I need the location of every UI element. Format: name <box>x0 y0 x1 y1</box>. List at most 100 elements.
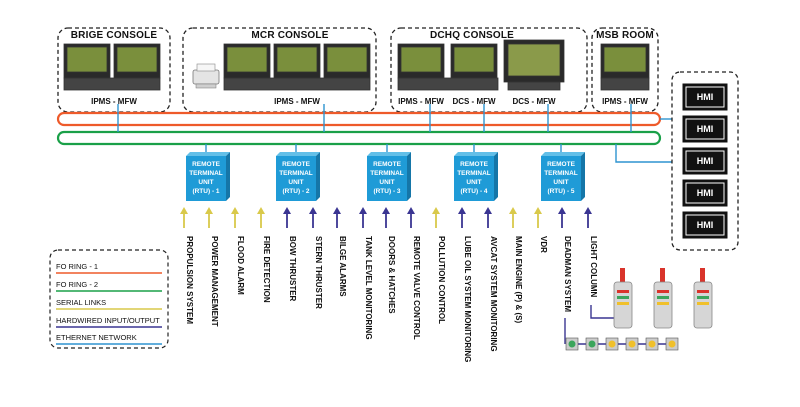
signal-arrow-head <box>484 207 492 214</box>
light-column-unit <box>653 268 673 329</box>
signal-label: BOW THRUSTER <box>288 236 297 302</box>
signal-link: DOORS & HATCHES <box>382 207 396 314</box>
rtu-boxes <box>186 152 585 201</box>
signal-links: PROPULSION SYSTEM POWER MANAGEMENT FLOOD A… <box>180 207 614 362</box>
signal-link: POWER MANAGEMENT <box>205 207 219 327</box>
legend-label: FO RING - 2 <box>56 280 98 289</box>
signal-arrow-head <box>283 207 291 214</box>
rtu-label-line: (RTU) - 3 <box>373 188 400 195</box>
light-column-unit <box>613 268 633 329</box>
rtu-label-line: UNIT <box>466 179 481 186</box>
hmi-label: HMI <box>697 220 714 230</box>
signal-label: MAIN ENGINE (P) & (S) <box>514 236 523 323</box>
rtu-label-line: TERMINAL <box>457 170 491 177</box>
rtu-3 <box>367 152 411 201</box>
printer-icon <box>192 63 220 89</box>
ethernet-links <box>117 104 672 163</box>
signal-link: STERN THRUSTER <box>309 207 323 309</box>
signal-label: FIRE DETECTION <box>262 236 271 303</box>
group-title: MCR CONSOLE <box>251 30 328 41</box>
signal-label: PROPULSION SYSTEM <box>185 236 194 324</box>
group-title: DCHQ CONSOLE <box>430 30 514 41</box>
rtu-label-line: REMOTE <box>460 161 488 168</box>
group-box-mcr <box>182 27 377 113</box>
signal-label: FLOOD ALARM <box>236 236 245 295</box>
group-title: MSB ROOM <box>596 30 654 41</box>
legend-label: HARDWIRED INPUT/OUTPUT <box>56 316 160 325</box>
signal-label: DEADMAN SYSTEM <box>563 236 572 312</box>
signal-link: VDR <box>534 207 548 253</box>
legend-label: FO RING - 1 <box>56 262 98 271</box>
signal-label: STERN THRUSTER <box>314 236 323 309</box>
signal-arrow-head <box>432 207 440 214</box>
rtu-label-line: TERMINAL <box>544 170 578 177</box>
signal-link: AVCAT SYSTEM MONITORING <box>484 207 498 352</box>
hmi-label: HMI <box>697 156 714 166</box>
signal-link: BILGE ALARMS <box>333 207 347 297</box>
signal-link: DEADMAN SYSTEM <box>558 207 572 312</box>
signal-label: LUBE OIL SYSTEM MONITORING <box>463 236 472 362</box>
light-column-devices <box>613 268 713 329</box>
signal-arrow-head <box>309 207 317 214</box>
signal-arrow-head <box>382 207 390 214</box>
hmi-unit <box>682 211 728 239</box>
signal-link: PROPULSION SYSTEM <box>180 207 194 324</box>
legend-label: ETHERNET NETWORK <box>56 333 137 342</box>
signal-arrow-head <box>231 207 239 214</box>
signal-label: POLLUTION CONTROL <box>437 236 446 324</box>
rtu-label-line: TERMINAL <box>370 170 404 177</box>
signal-link: LIGHT COLUMN <box>584 207 598 298</box>
rtu-label-line: UNIT <box>288 179 303 186</box>
rtu-label-line: UNIT <box>553 179 568 186</box>
console-label: IPMS - MFW <box>274 97 320 106</box>
rtu-labels: REMOTE TERMINAL UNIT (RTU) - 1 REMOTE TE… <box>189 161 578 195</box>
hmi-units <box>682 83 728 239</box>
light-column-unit <box>693 268 713 329</box>
rtu-label-line: UNIT <box>379 179 394 186</box>
signal-arrow-head <box>584 207 592 214</box>
rtu-1 <box>186 152 230 201</box>
legend: FO RING - 1 FO RING - 2 SERIAL LINKS HAR… <box>56 262 162 345</box>
signal-arrow-head <box>509 207 517 214</box>
signal-label: LIGHT COLUMN <box>589 236 598 298</box>
signal-label: TANK LEVEL MONITORING <box>364 236 373 340</box>
signal-link: MAIN ENGINE (P) & (S) <box>509 207 523 323</box>
signal-link: FIRE DETECTION <box>257 207 271 303</box>
signal-link: POLLUTION CONTROL <box>432 207 446 324</box>
console-label: IPMS - MFW <box>602 97 648 106</box>
rtu-label-line: UNIT <box>198 179 213 186</box>
signal-arrow-head <box>257 207 265 214</box>
rtu-label-line: (RTU) - 2 <box>282 188 309 195</box>
legend-box <box>49 249 169 349</box>
signal-label: BILGE ALARMS <box>338 236 347 297</box>
fo-ring-1 <box>56 111 662 127</box>
hmi-unit <box>682 179 728 207</box>
signal-label: REMOTE VALVE CONTROL <box>412 236 421 340</box>
hmi-label: HMI <box>697 124 714 134</box>
signal-arrow-head <box>558 207 566 214</box>
signal-link: REMOTE VALVE CONTROL <box>407 207 421 340</box>
signal-arrow-head <box>333 207 341 214</box>
workstation-monitors <box>63 39 650 91</box>
signal-arrow-head <box>180 207 188 214</box>
hmi-unit <box>682 115 728 143</box>
rtu-4 <box>454 152 498 201</box>
hmi-label: HMI <box>697 92 714 102</box>
signal-link: LUBE OIL SYSTEM MONITORING <box>458 207 472 362</box>
deadman-chain <box>565 337 679 351</box>
signal-link: FLOOD ALARM <box>231 207 245 295</box>
signal-label: AVCAT SYSTEM MONITORING <box>489 236 498 352</box>
signal-label: DOORS & HATCHES <box>387 236 396 314</box>
console-label: DCS - MFW <box>512 97 556 106</box>
signal-arrow-head <box>458 207 466 214</box>
signal-arrow-head <box>359 207 367 214</box>
console-label: DCS - MFW <box>452 97 496 106</box>
hmi-label: HMI <box>697 188 714 198</box>
signal-link: BOW THRUSTER <box>283 207 297 302</box>
rtu-label-line: REMOTE <box>192 161 220 168</box>
signal-arrow-head <box>407 207 415 214</box>
rtu-5 <box>541 152 585 201</box>
rtu-label-line: REMOTE <box>373 161 401 168</box>
rtu-label-line: (RTU) - 1 <box>192 188 219 195</box>
